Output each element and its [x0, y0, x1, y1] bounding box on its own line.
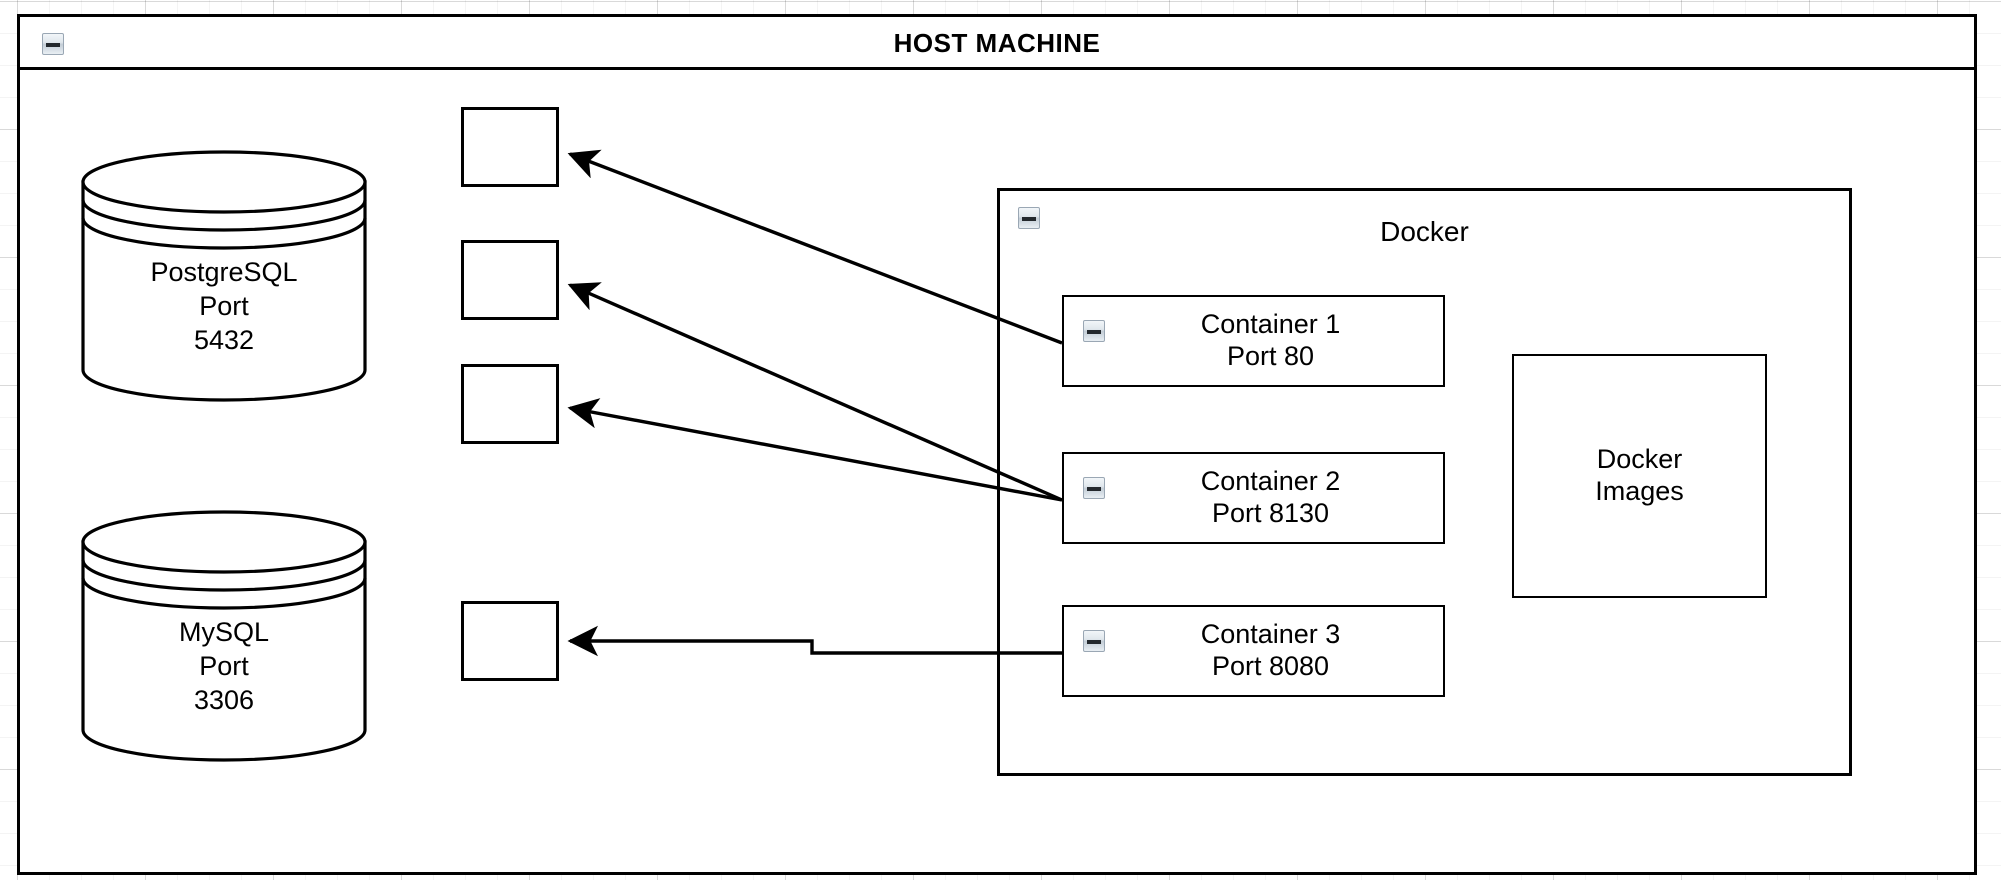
container-2-box[interactable] — [1062, 452, 1445, 544]
db-box-db1-top[interactable] — [461, 107, 559, 187]
docker-collapse-icon[interactable] — [1018, 207, 1040, 229]
container-3-label: Container 3 Port 8080 — [1200, 619, 1341, 681]
container-1-collapse-icon[interactable] — [1083, 320, 1105, 342]
container-2-collapse-icon[interactable] — [1083, 477, 1105, 499]
postgresql-cylinder-shape — [81, 150, 367, 402]
container-1-box[interactable] — [1062, 295, 1445, 387]
docker-images-label: Docker Images — [1595, 444, 1684, 506]
postgresql-label: PostgreSQL Port 5432 — [150, 257, 298, 355]
container-1-label: Container 1 Port 80 — [1200, 309, 1341, 371]
mysql-cylinder[interactable]: MySQL Port 3306 — [79, 508, 369, 764]
mysql-cylinder-shape — [81, 510, 367, 762]
db-box-db3[interactable] — [461, 364, 559, 444]
host-machine-titlebar — [20, 17, 1974, 70]
host-machine-title: HOST MACHINE — [893, 28, 1101, 59]
container-3-box[interactable] — [1062, 605, 1445, 697]
docker-group-title: Docker — [1380, 216, 1469, 248]
postgresql-cylinder[interactable]: PostgreSQL Port 5432 — [79, 148, 369, 404]
container-3-collapse-icon[interactable] — [1083, 630, 1105, 652]
docker-images-box[interactable] — [1512, 354, 1767, 598]
db-box-db1-bottom[interactable] — [461, 601, 559, 681]
host-collapse-icon[interactable] — [42, 33, 64, 55]
mysql-label: MySQL Port 3306 — [178, 617, 270, 715]
db-box-db2[interactable] — [461, 240, 559, 320]
container-2-label: Container 2 Port 8130 — [1200, 466, 1341, 528]
